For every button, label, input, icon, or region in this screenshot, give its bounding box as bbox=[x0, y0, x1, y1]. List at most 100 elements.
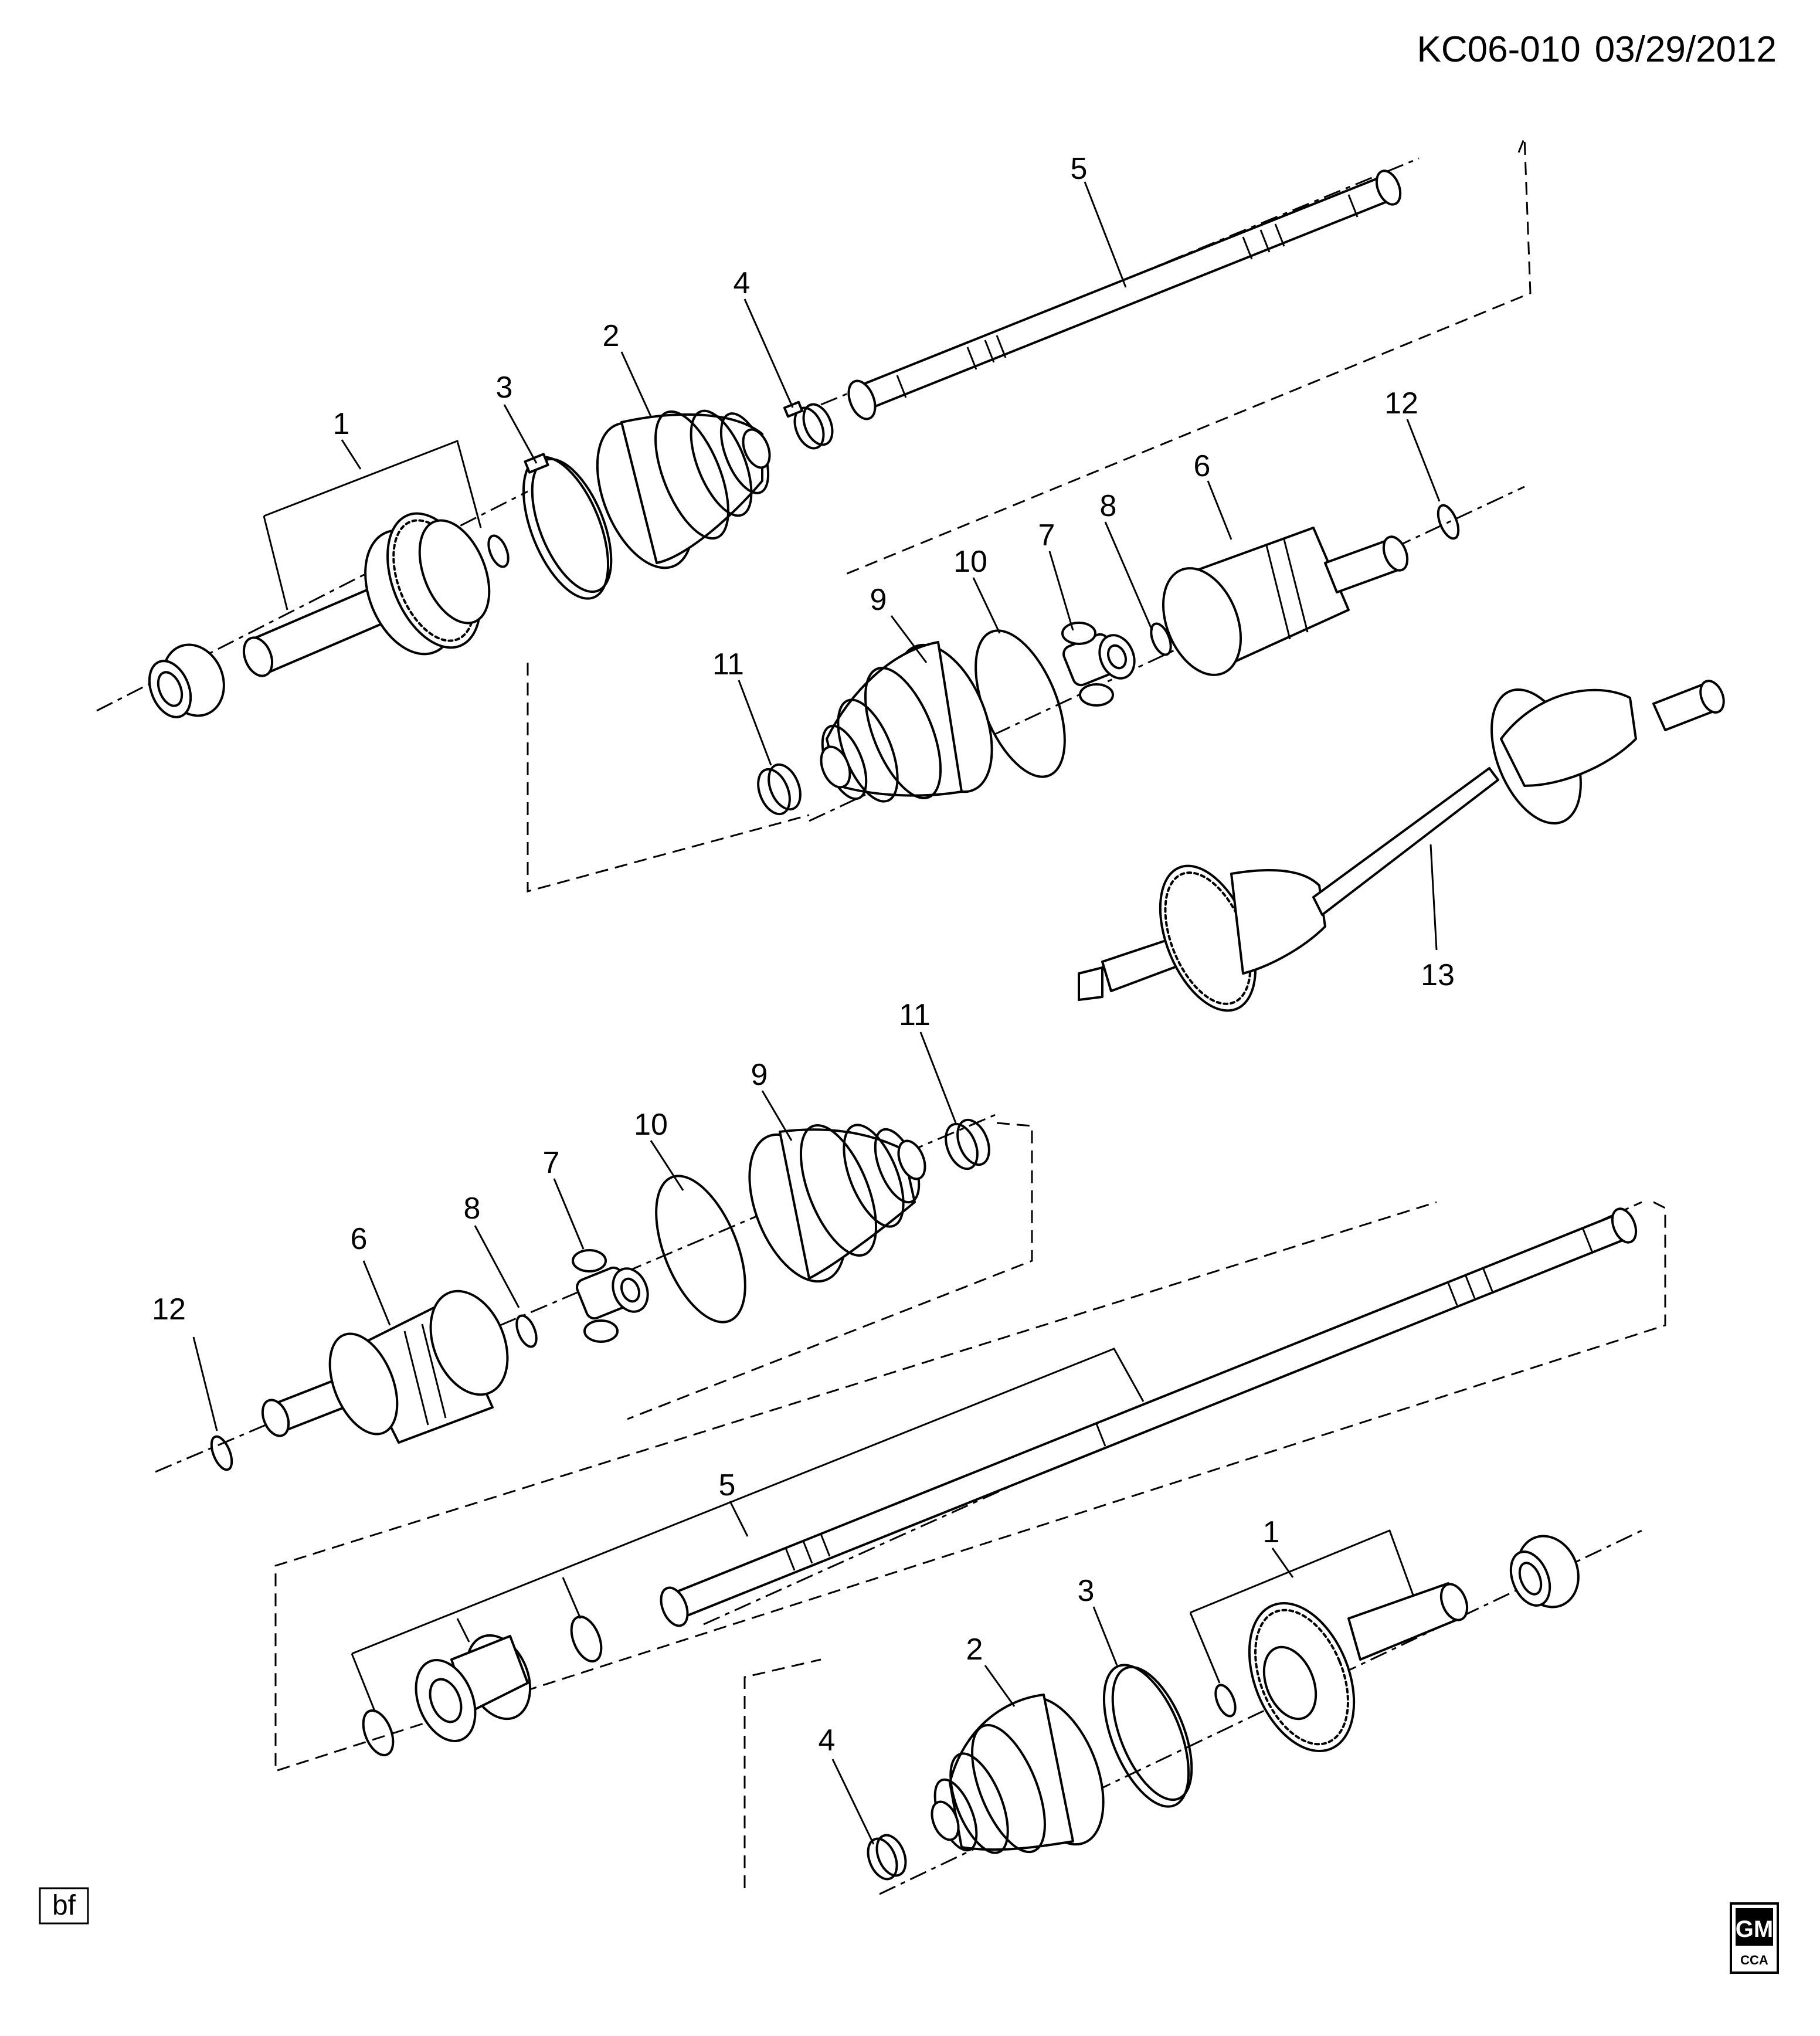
callout-lower-11: 11 bbox=[899, 998, 931, 1032]
callout-upper-13: 13 bbox=[1421, 958, 1455, 992]
upper-centerline-inboard bbox=[809, 486, 1525, 822]
retaining-ring-lower-12 bbox=[210, 1435, 233, 1471]
leader-upper-6 bbox=[1207, 480, 1232, 540]
callout-upper-3: 3 bbox=[496, 371, 513, 405]
leader-upper-1b bbox=[263, 515, 288, 610]
clamp-lower-left-1 bbox=[362, 1709, 395, 1756]
hub-nut-lower bbox=[1509, 1535, 1580, 1609]
tripot-housing-upper bbox=[1162, 527, 1409, 676]
leader-lower-5b bbox=[351, 1653, 376, 1713]
callout-upper-6: 6 bbox=[1194, 449, 1211, 483]
boot-clamp-small-lower-inboard bbox=[945, 1118, 990, 1170]
leader-lower-4 bbox=[831, 1759, 875, 1845]
halfshaft-lower bbox=[660, 1207, 1638, 1627]
outboard-boot-upper bbox=[596, 409, 771, 569]
lower-shaft-boundary bbox=[274, 1201, 1666, 1773]
callout-lower-10: 10 bbox=[634, 1108, 668, 1142]
callout-lower-7: 7 bbox=[543, 1146, 560, 1180]
callout-lower-12: 12 bbox=[152, 1292, 186, 1326]
spider-assembly-lower bbox=[572, 1249, 649, 1343]
outboard-boot-lower bbox=[931, 1694, 1105, 1854]
retaining-ring-upper-12 bbox=[1437, 504, 1460, 540]
boot-clamp-small-upper bbox=[783, 401, 834, 450]
leader-lower-5e bbox=[562, 1577, 582, 1619]
leader-lower-3 bbox=[1092, 1606, 1118, 1666]
leader-lower-5 bbox=[351, 1348, 1145, 1655]
snap-ring-upper bbox=[1150, 622, 1172, 656]
leader-lower-1c bbox=[1271, 1548, 1294, 1578]
callout-lower-1: 1 bbox=[1263, 1515, 1280, 1549]
callout-upper-10: 10 bbox=[953, 545, 987, 579]
leader-lower-1b bbox=[1189, 1612, 1221, 1684]
retaining-ring-lower-small bbox=[1214, 1684, 1237, 1718]
leader-upper-1 bbox=[263, 439, 482, 528]
tripot-housing-lower bbox=[261, 1290, 509, 1444]
leader-upper-3 bbox=[503, 404, 538, 464]
callout-upper-5: 5 bbox=[1071, 152, 1088, 186]
leader-upper-1c bbox=[341, 439, 362, 470]
page-tag: bf bbox=[39, 1887, 89, 1925]
callout-lower-2: 2 bbox=[966, 1633, 983, 1667]
complete-axle-assembly bbox=[1078, 680, 1725, 1012]
leader-lower-12 bbox=[192, 1336, 218, 1431]
outboard-cv-joint-lower bbox=[1248, 1582, 1469, 1753]
leader-lower-1 bbox=[1190, 1529, 1414, 1614]
callout-lower-9: 9 bbox=[751, 1058, 768, 1092]
leader-lower-6 bbox=[362, 1260, 391, 1326]
leader-lower-2 bbox=[984, 1665, 1016, 1707]
gm-logo-icon: GM CCA bbox=[1730, 1902, 1779, 1974]
callout-upper-2: 2 bbox=[603, 319, 620, 353]
upper-axle-assembly: 1 2 3 4 5 6 7 8 9 10 11 12 13 bbox=[96, 137, 1725, 1012]
damper-lower bbox=[415, 1634, 532, 1742]
leader-lower-5d bbox=[456, 1618, 470, 1643]
upper-boot-boundary bbox=[527, 663, 810, 893]
gm-logo-text: GM bbox=[1736, 1916, 1773, 1942]
callout-upper-4: 4 bbox=[734, 266, 751, 300]
inboard-boot-upper bbox=[820, 641, 993, 803]
leader-lower-10 bbox=[650, 1140, 684, 1191]
spider-assembly-upper bbox=[1061, 622, 1136, 707]
halfshaft-upper bbox=[847, 169, 1402, 420]
retaining-ring-upper-small bbox=[487, 534, 510, 568]
leader-upper-11 bbox=[738, 680, 772, 766]
leader-lower-11 bbox=[919, 1031, 957, 1124]
hub-nut-upper bbox=[148, 643, 225, 718]
upper-shaft-boundary bbox=[844, 137, 1532, 576]
callout-upper-1: 1 bbox=[333, 407, 350, 441]
leader-lower-8 bbox=[474, 1225, 520, 1308]
inboard-boot-lower bbox=[748, 1124, 926, 1283]
callout-upper-9: 9 bbox=[870, 583, 887, 617]
lower-axle-assembly: 12 6 8 7 10 9 11 5 4 2 3 1 bbox=[152, 998, 1666, 1895]
leader-lower-7 bbox=[553, 1178, 585, 1250]
leader-upper-4 bbox=[743, 298, 794, 408]
leader-lower-9 bbox=[761, 1090, 793, 1141]
page-tag-text: bf bbox=[52, 1890, 76, 1921]
leader-upper-5 bbox=[1084, 181, 1127, 288]
callout-lower-6: 6 bbox=[351, 1222, 368, 1256]
leader-upper-10 bbox=[972, 577, 1001, 634]
snap-ring-lower bbox=[515, 1314, 538, 1348]
callout-upper-7: 7 bbox=[1038, 518, 1055, 552]
clamp-lower-left-2 bbox=[570, 1616, 603, 1662]
outboard-cv-joint-upper bbox=[242, 512, 491, 677]
leader-upper-7 bbox=[1048, 551, 1074, 631]
gm-logo-subtext: CCA bbox=[1740, 1953, 1768, 1967]
leader-upper-8 bbox=[1104, 521, 1153, 631]
leader-lower-5c bbox=[729, 1501, 749, 1537]
callout-lower-8: 8 bbox=[464, 1192, 481, 1226]
callout-upper-11: 11 bbox=[712, 647, 744, 681]
callout-lower-4: 4 bbox=[819, 1723, 836, 1757]
boot-clamp-large-lower bbox=[1102, 1664, 1193, 1808]
leader-upper-13 bbox=[1429, 844, 1438, 951]
boot-clamp-small-upper-inboard bbox=[757, 763, 802, 816]
leader-upper-2 bbox=[620, 351, 652, 417]
boot-clamp-large-lower-inboard bbox=[655, 1175, 746, 1324]
leader-upper-12 bbox=[1406, 419, 1441, 502]
callout-upper-8: 8 bbox=[1100, 489, 1117, 523]
callout-upper-12: 12 bbox=[1384, 386, 1418, 420]
lower-boot-boundary bbox=[627, 1122, 1033, 1420]
lower-outboard-boundary bbox=[743, 1658, 821, 1888]
boot-clamp-small-lower bbox=[867, 1834, 907, 1881]
